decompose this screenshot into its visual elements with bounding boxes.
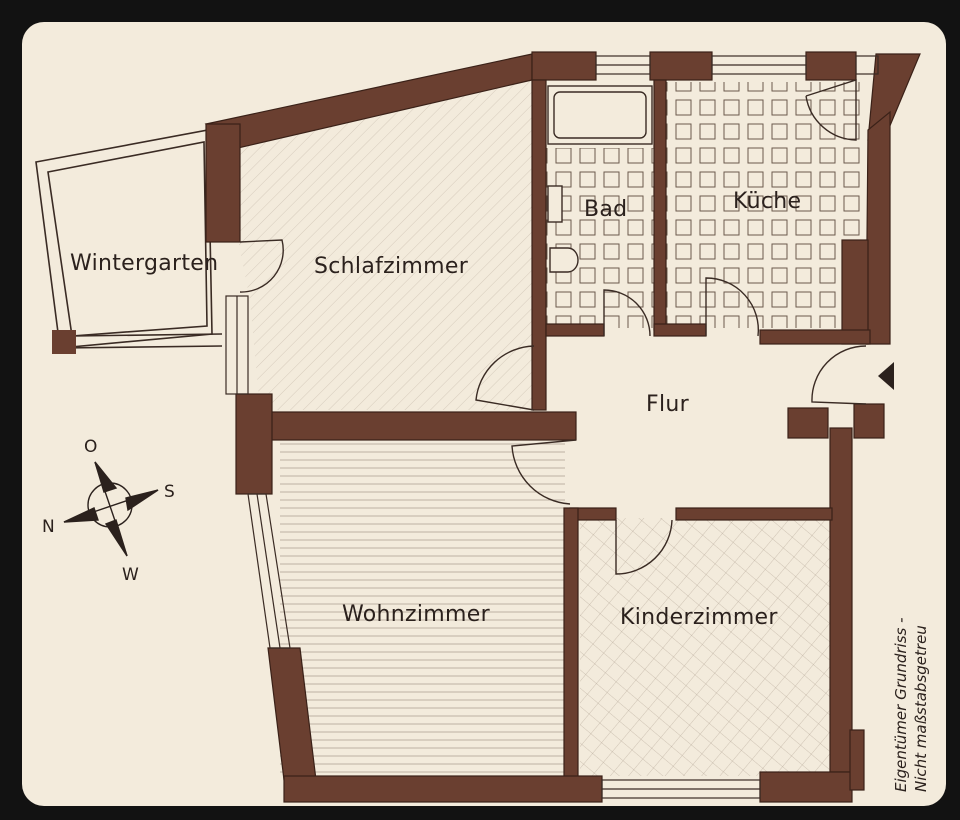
bad-floor: [546, 148, 654, 328]
room-label-flur: Flur: [646, 392, 690, 417]
window-left-lower: [247, 493, 291, 649]
room-label-wohnzimmer: Wohnzimmer: [342, 602, 491, 627]
door-kueche: [705, 277, 760, 337]
wintergarten-post: [52, 330, 76, 354]
disclaimer-line-1: Eigentümer Grundriss -: [892, 617, 910, 792]
windows: [225, 55, 879, 799]
doors: [239, 79, 867, 575]
bad-fixtures: [547, 85, 653, 273]
entrance-arrow-icon: [878, 362, 894, 390]
compass-west-label: W: [122, 565, 139, 585]
compass-north-label: N: [42, 517, 55, 537]
kinderzimmer-floor: [580, 518, 833, 776]
room-label-schlafzimmer: Schlafzimmer: [314, 254, 469, 279]
window-top-3: [855, 55, 879, 75]
room-label-bad: Bad: [584, 197, 627, 222]
compass-south-label: S: [164, 482, 175, 502]
door-kueche-closet: [805, 79, 857, 141]
door-kinderzimmer: [615, 519, 673, 575]
kueche-floor: [666, 82, 860, 328]
compass-rose-icon: [63, 461, 159, 557]
door-schlafzimmer: [475, 345, 535, 411]
room-label-wintergarten: Wintergarten: [70, 251, 218, 276]
toilet: [549, 247, 579, 273]
door-bad: [603, 289, 651, 337]
door-entrance: [811, 345, 867, 405]
disclaimer-note: Eigentümer Grundriss - Nicht maßstabsget…: [892, 617, 930, 792]
walls: [204, 51, 921, 803]
washbasin: [547, 185, 563, 223]
room-label-kinderzimmer: Kinderzimmer: [620, 605, 778, 630]
schlafzimmer-floor: [238, 76, 534, 410]
room-label-kueche: Küche: [733, 189, 801, 214]
disclaimer-line-2: Nicht maßstabsgetreu: [912, 625, 930, 792]
door-wohnzimmer: [511, 439, 577, 505]
wintergarten-structure: [35, 129, 223, 349]
door-wintergarten: [239, 239, 284, 293]
compass-east-label: O: [84, 437, 97, 457]
floor-fills: [238, 76, 860, 776]
wohnzimmer-floor: [280, 440, 565, 775]
